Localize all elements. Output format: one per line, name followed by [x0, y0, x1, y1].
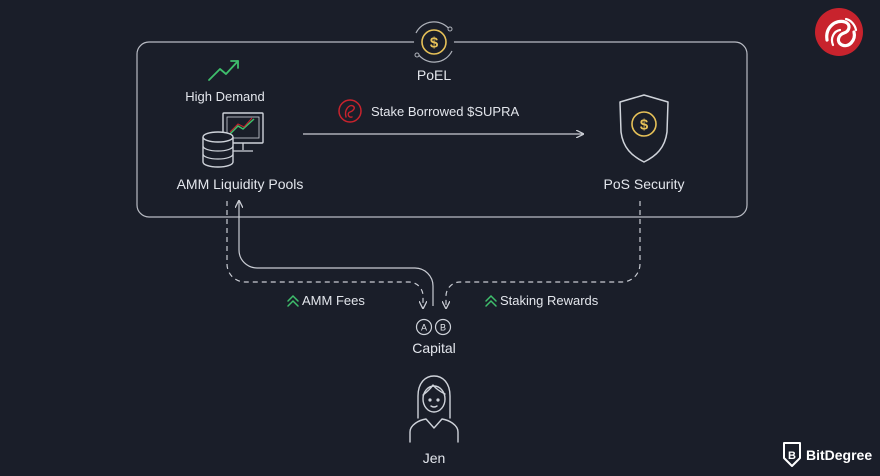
- supra-logo-icon: [815, 8, 863, 56]
- token-a-label: A: [421, 323, 427, 333]
- trend-up-icon: [208, 60, 239, 81]
- capital-to-amm-line: [239, 201, 434, 306]
- box-title: PoEL: [417, 67, 451, 83]
- double-chevron-up-icon: [287, 294, 299, 307]
- shield-dollar-icon: $: [619, 94, 669, 163]
- svg-text:$: $: [640, 117, 649, 134]
- staking-rewards-label: Staking Rewards: [500, 293, 599, 308]
- high-demand-label: High Demand: [185, 89, 265, 104]
- amm-fees-label: AMM Fees: [302, 293, 365, 308]
- svg-text:B: B: [788, 450, 796, 462]
- database-monitor-icon: [202, 112, 264, 168]
- amm-pools-label: AMM Liquidity Pools: [177, 176, 304, 192]
- amm-fees-line: [226, 201, 423, 308]
- user-avatar-icon: [409, 375, 459, 443]
- double-chevron-up-icon: [485, 294, 497, 307]
- user-name-label: Jen: [423, 450, 446, 466]
- brand-name: BitDegree: [806, 447, 872, 463]
- token-a-icon: A: [415, 318, 433, 336]
- svg-text:$: $: [430, 35, 439, 52]
- pos-label: PoS Security: [604, 176, 685, 192]
- dollar-coin-icon: $: [414, 21, 454, 63]
- token-b-icon: B: [434, 318, 452, 336]
- capital-label: Capital: [412, 340, 456, 356]
- token-b-label: B: [440, 323, 446, 333]
- stake-label: Stake Borrowed $SUPRA: [371, 104, 519, 119]
- bitdegree-logo-icon: B: [783, 442, 801, 467]
- supra-token-icon: [338, 99, 362, 123]
- staking-rewards-line: [446, 201, 641, 308]
